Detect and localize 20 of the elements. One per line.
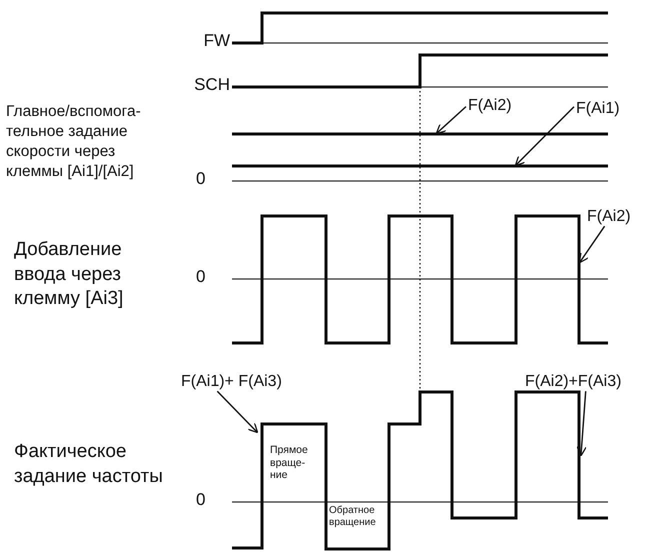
rotation-note: Прямое враще-ние <box>270 444 309 482</box>
zero-level-label: 0 <box>196 266 206 288</box>
zero-level-label: 0 <box>196 489 206 511</box>
signal-description: Добавление ввода через клемму [Ai3] <box>14 238 124 312</box>
leader-line <box>514 106 574 166</box>
leader-line <box>216 390 258 434</box>
rotation-note: Обратное вращение <box>329 505 377 529</box>
signal-description: Фактическое задание частоты <box>14 440 164 489</box>
signal-label: F(Ai2) <box>468 96 512 116</box>
signal-label: F(Ai2)+F(Ai3) <box>525 372 622 392</box>
signal-label: F(Ai1)+ F(Ai3) <box>181 372 282 392</box>
signal-label: F(Ai2) <box>587 207 631 226</box>
signal-description: Главное/вспомога-тельное задание скорости через клеммы [Ai1]/[Ai2] <box>6 102 142 182</box>
leader-line <box>578 226 606 264</box>
signal-name: FW <box>202 30 230 52</box>
signal-label: F(Ai1) <box>576 99 620 118</box>
leader-line <box>436 106 466 134</box>
signal-name: SCH <box>193 74 230 96</box>
leader-line <box>576 391 587 457</box>
zero-level-label: 0 <box>196 168 206 190</box>
